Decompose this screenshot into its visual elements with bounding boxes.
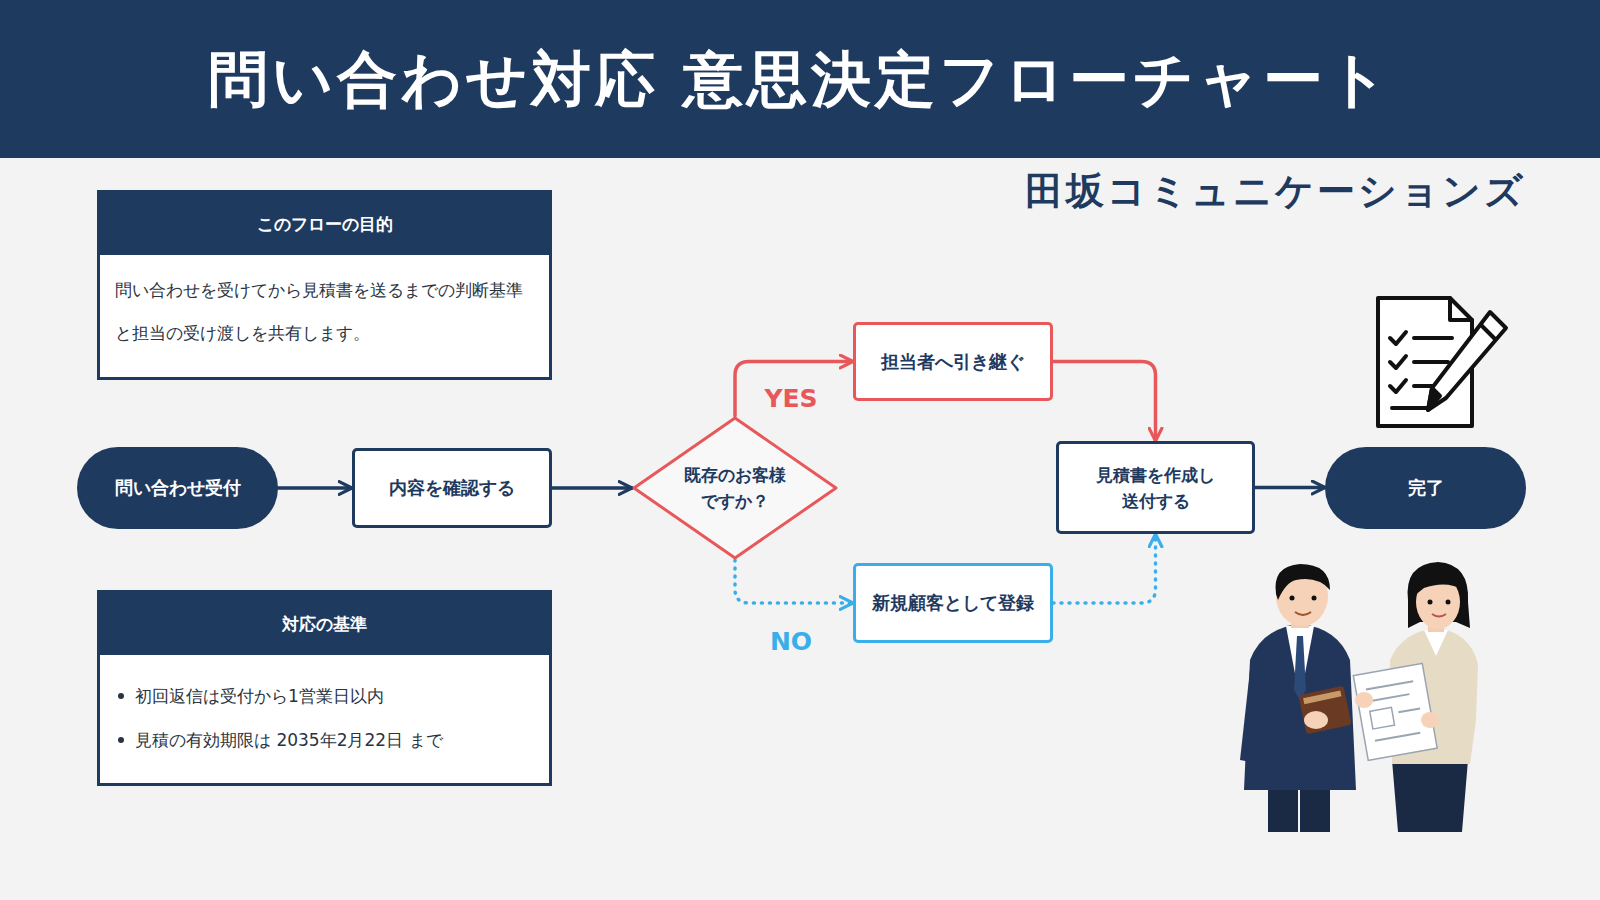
process-box: 担当者へ引き継ぐ: [853, 322, 1053, 401]
node-text: 新規顧客として登録: [872, 591, 1034, 615]
terminal-pill: 問い合わせ受付: [77, 447, 278, 529]
edge-label: NO: [770, 627, 812, 656]
dotted-connector: [1053, 534, 1156, 603]
panel-heading: このフローの目的: [100, 193, 549, 255]
arrow-connector: [1053, 362, 1156, 442]
pencil-icon: [1428, 312, 1506, 410]
page-title: 問い合わせ対応 意思決定フローチャート: [0, 0, 1600, 158]
bullet-item: 見積の有効期限は 2035年2月22日 まで: [115, 718, 539, 762]
process-box: 新規顧客として登録: [853, 563, 1053, 643]
arrow-connector: [735, 362, 853, 417]
company-name: 田坂コミュニケーションズ: [1025, 166, 1526, 217]
process-box: 内容を確認する: [352, 448, 552, 528]
arrow-connector: [1255, 486, 1325, 490]
bullet-list: 初回返信は受付から1営業日以内見積の有効期限は 2035年2月22日 まで: [100, 655, 549, 762]
arrow-connector: [552, 486, 632, 490]
node-text: 問い合わせ受付: [115, 476, 241, 500]
node-text: 内容を確認する: [389, 476, 515, 500]
process-box: 見積書を作成し 送付する: [1056, 441, 1255, 534]
woman-illustration: [1353, 562, 1478, 832]
title-band: 問い合わせ対応 意思決定フローチャート: [0, 0, 1600, 158]
node-text: 担当者へ引き継ぐ: [881, 350, 1025, 374]
man-illustration: [1240, 564, 1356, 832]
node-text: 完了: [1408, 476, 1444, 500]
decision-diamond: 既存のお客様 ですか？: [632, 416, 838, 560]
info-panel: 対応の基準初回返信は受付から1営業日以内見積の有効期限は 2035年2月22日 …: [97, 590, 552, 786]
arrow-connector: [278, 486, 352, 490]
node-text: 見積書を作成し 送付する: [1093, 462, 1219, 514]
bullet-item: 初回返信は受付から1営業日以内: [115, 674, 539, 718]
terminal-pill: 完了: [1325, 447, 1526, 529]
node-text: 既存のお客様 ですか？: [679, 462, 791, 514]
edge-label: YES: [764, 384, 817, 413]
diamond-outline: [632, 416, 838, 560]
dotted-connector: [735, 560, 853, 603]
diamond-shape: [634, 418, 836, 558]
info-panel: このフローの目的問い合わせを受けてから見積書を送るまでの判断基準 と担当の受け渡…: [97, 190, 552, 380]
panel-body: 問い合わせを受けてから見積書を送るまでの判断基準 と担当の受け渡しを共有します。: [100, 255, 549, 355]
panel-heading: 対応の基準: [100, 593, 549, 655]
